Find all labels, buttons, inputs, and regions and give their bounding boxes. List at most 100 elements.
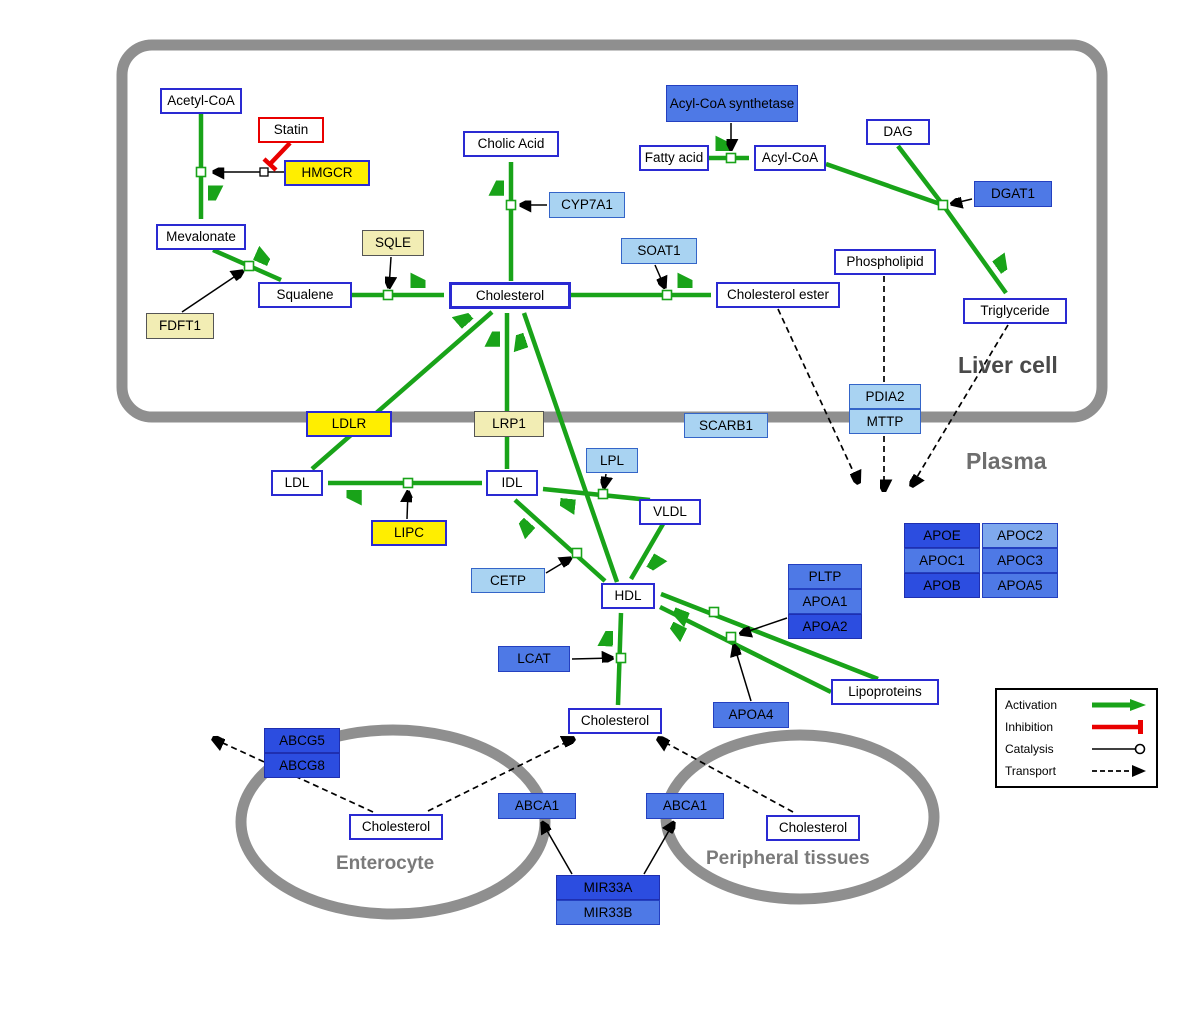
edge-lipoproteins-hdl-lower — [658, 604, 833, 695]
edge-hdl-scarb1-cholesterol — [524, 312, 620, 583]
node-lipc[interactable]: LIPC — [371, 520, 447, 546]
node-abcg8[interactable]: ABCG8 — [264, 753, 340, 778]
legend-row-catalysis: Catalysis — [1005, 739, 1148, 759]
node-fatty-acid[interactable]: Fatty acid — [639, 145, 709, 171]
legend-row-inhibition: Inhibition — [1005, 717, 1148, 737]
node-scarb1[interactable]: SCARB1 — [684, 413, 768, 438]
node-lcat[interactable]: LCAT — [498, 646, 570, 672]
node-mir33b[interactable]: MIR33B — [556, 900, 660, 925]
enterocyte-label: Enterocyte — [336, 853, 435, 874]
node-lipoproteins[interactable]: Lipoproteins — [831, 679, 939, 705]
node-cetp[interactable]: CETP — [471, 568, 545, 593]
node-abca1-enterocyte[interactable]: ABCA1 — [498, 793, 576, 819]
edge-mir33-abca1-right — [643, 822, 674, 875]
reaction-node — [725, 631, 737, 643]
node-apoc3[interactable]: APOC3 — [982, 548, 1058, 573]
legend-catalysis-label: Catalysis — [1005, 742, 1054, 756]
edge-lipc-catalysis — [407, 491, 408, 520]
legend-row-activation: Activation — [1005, 695, 1148, 715]
edge-sqle-catalysis — [389, 256, 391, 288]
node-cholesterol-plasma[interactable]: Cholesterol — [568, 708, 662, 734]
node-pltp[interactable]: PLTP — [788, 564, 862, 589]
liver-cell-label: Liver cell — [958, 352, 1058, 378]
legend-transport-label: Transport — [1005, 764, 1056, 778]
node-cholesterol-enterocyte[interactable]: Cholesterol — [349, 814, 443, 840]
reaction-node — [243, 260, 255, 272]
reaction-node — [597, 488, 609, 500]
edge-statin-inhibition — [268, 141, 292, 166]
node-mir33a[interactable]: MIR33A — [556, 875, 660, 900]
node-ldlr[interactable]: LDLR — [306, 411, 392, 437]
reaction-node — [708, 606, 720, 618]
node-lrp1[interactable]: LRP1 — [474, 411, 544, 437]
node-ldl[interactable]: LDL — [271, 470, 323, 496]
reaction-node — [937, 199, 949, 211]
node-hdl[interactable]: HDL — [601, 583, 655, 609]
node-fdft1[interactable]: FDFT1 — [146, 313, 214, 339]
edge-dag-dgat1node — [896, 144, 945, 207]
node-dgat1[interactable]: DGAT1 — [974, 181, 1052, 207]
node-acyl-coa-synthetase[interactable]: Acyl-CoA synthetase — [666, 85, 798, 122]
edge-lipoproteins-hdl-upper — [660, 591, 879, 682]
transport-arrow-icon — [1092, 765, 1146, 777]
statin-inhibition-tbar — [262, 157, 278, 172]
node-idl[interactable]: IDL — [486, 470, 538, 496]
node-apoa5[interactable]: APOA5 — [982, 573, 1058, 598]
reaction-node — [195, 166, 207, 178]
node-dag[interactable]: DAG — [866, 119, 930, 145]
edge-fdft1-catalysis — [181, 271, 243, 313]
edge-enterocyte-cholesterol-efflux — [427, 738, 575, 812]
edge-lpl-catalysis — [604, 473, 606, 488]
node-apoa1[interactable]: APOA1 — [788, 589, 862, 614]
node-apoc2[interactable]: APOC2 — [982, 523, 1058, 548]
node-mttp[interactable]: MTTP — [849, 409, 921, 434]
inhibition-target-node — [259, 167, 269, 177]
node-pdia2[interactable]: PDIA2 — [849, 384, 921, 409]
node-squalene[interactable]: Squalene — [258, 282, 352, 308]
node-acyl-coa-node[interactable]: Acyl-CoA — [754, 145, 826, 171]
node-vldl[interactable]: VLDL — [639, 499, 701, 525]
legend-row-transport: Transport — [1005, 761, 1148, 781]
edge-cholesterolester-secretion — [777, 308, 859, 484]
node-abca1-peripheral[interactable]: ABCA1 — [646, 793, 724, 819]
node-cholic-acid[interactable]: Cholic Acid — [463, 131, 559, 157]
legend-inhibition-label: Inhibition — [1005, 720, 1054, 734]
reaction-node — [661, 289, 673, 301]
node-apob[interactable]: APOB — [904, 573, 980, 598]
edge-hdl-cetp-idl — [513, 498, 607, 583]
node-cholesterol-ester[interactable]: Cholesterol ester — [716, 282, 840, 308]
reaction-node — [615, 652, 627, 664]
plasma-label: Plasma — [966, 448, 1047, 474]
node-triglyceride[interactable]: Triglyceride — [963, 298, 1067, 324]
node-apoc1[interactable]: APOC1 — [904, 548, 980, 573]
node-lpl[interactable]: LPL — [586, 448, 638, 473]
edge-mir33-abca1-left — [542, 822, 573, 875]
node-apoa4[interactable]: APOA4 — [713, 702, 789, 728]
legend-activation-label: Activation — [1005, 698, 1058, 712]
reaction-node — [571, 547, 583, 559]
node-sqle[interactable]: SQLE — [362, 230, 424, 256]
node-phospholipid[interactable]: Phospholipid — [834, 249, 936, 275]
edge-acylcoa-dgat1node — [825, 161, 944, 208]
node-hmgcr[interactable]: HMGCR — [284, 160, 370, 186]
node-statin[interactable]: Statin — [258, 117, 324, 143]
node-cholesterol-liver[interactable]: Cholesterol — [449, 282, 571, 309]
node-abcg5[interactable]: ABCG5 — [264, 728, 340, 753]
legend: Activation Inhibition Catalysis Transpor… — [995, 688, 1158, 788]
node-cyp7a1[interactable]: CYP7A1 — [549, 192, 625, 218]
edge-apoa4-catalysis — [734, 645, 752, 702]
node-acetyl-coa[interactable]: Acetyl-CoA — [160, 88, 242, 114]
node-mevalonate[interactable]: Mevalonate — [156, 224, 246, 250]
node-apoe[interactable]: APOE — [904, 523, 980, 548]
edge-vldl-hdl — [629, 522, 663, 581]
node-soat1[interactable]: SOAT1 — [621, 238, 697, 264]
activation-arrow-icon — [1092, 699, 1146, 711]
node-cholesterol-peripheral[interactable]: Cholesterol — [766, 815, 860, 841]
edge-dgat1-catalysis — [951, 199, 973, 204]
peripheral-tissues-label: Peripheral tissues — [706, 848, 870, 869]
node-apoa2[interactable]: APOA2 — [788, 614, 862, 639]
edge-ldl-ldlr-cholesterol — [310, 312, 494, 471]
edge-peripheral-cholesterol-efflux — [657, 738, 794, 813]
